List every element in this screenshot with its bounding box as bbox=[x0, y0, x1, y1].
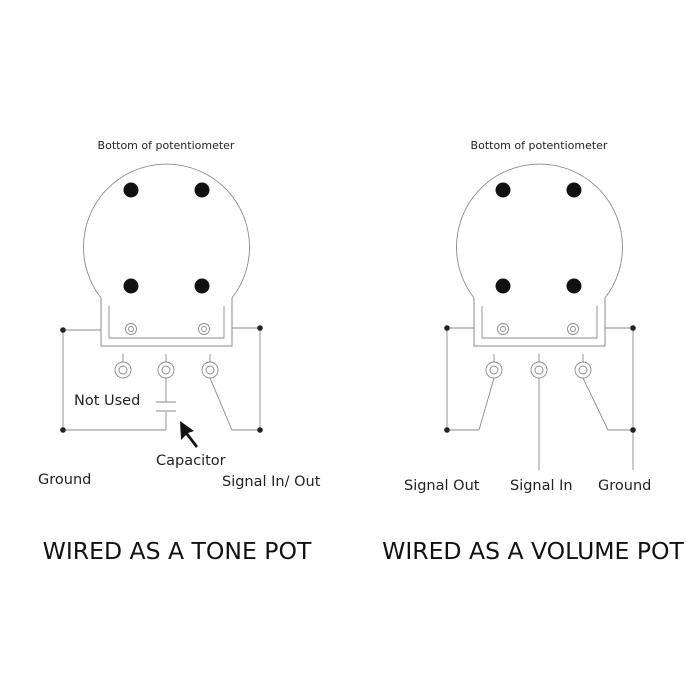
volume-pot-title: WIRED AS A VOLUME POT bbox=[382, 537, 684, 565]
mounting-hole-icon bbox=[123, 182, 139, 198]
mounting-hole-icon bbox=[566, 182, 582, 198]
mounting-hole-icon bbox=[123, 278, 139, 294]
capacitor-pointer-arrow-icon bbox=[180, 421, 198, 448]
tone-pot-inner-bracket bbox=[108, 306, 225, 339]
tone-pot-body bbox=[83, 163, 250, 347]
label-capacitor: Capacitor bbox=[156, 453, 226, 469]
junction-dot bbox=[444, 427, 450, 433]
rivet-icon bbox=[198, 323, 210, 335]
mounting-hole-icon bbox=[194, 278, 210, 294]
volume-pot-wires bbox=[446, 327, 634, 470]
rivet-icon bbox=[567, 323, 579, 335]
junction-dot bbox=[60, 327, 66, 333]
tone-pot-diagram: Bottom of potentiometer bbox=[38, 139, 321, 565]
mounting-hole-icon bbox=[495, 278, 511, 294]
lug-3-icon bbox=[574, 354, 592, 379]
volume-pot-bracket bbox=[473, 298, 606, 347]
label-not-used: Not Used bbox=[74, 393, 140, 409]
junction-dot bbox=[257, 325, 263, 331]
junction-dot bbox=[630, 325, 636, 331]
label-signal-in-out: Signal In/ Out bbox=[222, 474, 321, 490]
label-ground: Ground bbox=[38, 472, 91, 488]
capacitor-icon bbox=[156, 401, 176, 412]
rivet-icon bbox=[497, 323, 509, 335]
label-signal-out: Signal Out bbox=[404, 478, 480, 494]
rivet-icon bbox=[125, 323, 137, 335]
junction-dot bbox=[630, 427, 636, 433]
label-signal-in: Signal In bbox=[510, 478, 573, 494]
junction-dot bbox=[257, 427, 263, 433]
label-ground: Ground bbox=[598, 478, 651, 494]
lug-2-icon bbox=[530, 354, 548, 379]
lug-3-icon bbox=[201, 354, 219, 379]
tone-pot-header: Bottom of potentiometer bbox=[98, 139, 235, 152]
junction-dot bbox=[444, 325, 450, 331]
tone-pot-title: WIRED AS A TONE POT bbox=[43, 537, 312, 565]
tone-pot-bracket bbox=[100, 298, 233, 347]
lug-2-icon bbox=[157, 354, 175, 379]
mounting-hole-icon bbox=[566, 278, 582, 294]
volume-pot-header: Bottom of potentiometer bbox=[471, 139, 608, 152]
volume-pot-body bbox=[456, 163, 623, 347]
mounting-hole-icon bbox=[194, 182, 210, 198]
volume-pot-inner-bracket bbox=[481, 306, 598, 339]
lug-1-icon bbox=[114, 354, 132, 379]
tone-pot-wires bbox=[62, 327, 261, 431]
lug-1-icon bbox=[485, 354, 503, 379]
junction-dot bbox=[60, 427, 66, 433]
volume-pot-diagram: Bottom of potentiometer bbox=[382, 139, 684, 565]
mounting-hole-icon bbox=[495, 182, 511, 198]
